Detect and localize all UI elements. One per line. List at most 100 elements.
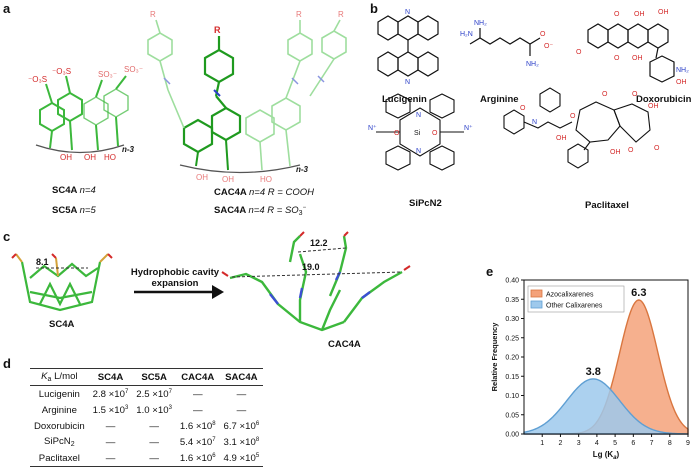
cac4a-r-faint-3: R [338, 10, 344, 19]
arginine-label: Arginine [480, 94, 519, 105]
svg-text:O: O [540, 31, 546, 38]
svg-text:O: O [570, 113, 576, 120]
lucigenin-label: Lucigenin [382, 94, 427, 105]
cac4a-structure [147, 19, 347, 174]
panel-a-structures: ⁻O₃S ⁻O₃S SO₃⁻ SO₃⁻ OH OH HO n-3 [28, 10, 347, 184]
svg-text:N: N [405, 9, 410, 16]
sc4a-n3-label: n-3 [122, 145, 135, 154]
sulfonate-label-4: SO₃⁻ [124, 65, 143, 74]
cac4a-distance-short: 12.2 [310, 238, 328, 248]
svg-text:O: O [602, 91, 608, 98]
sc4a-distance: 8.1 [36, 257, 49, 267]
sc4a-model-label: SC4A [49, 319, 75, 330]
svg-text:OH: OH [648, 103, 659, 110]
table-row: Doxorubicin — — 1.6 ×108 6.7 ×106 [34, 420, 260, 432]
cac4a-n3-label: n-3 [296, 165, 309, 174]
cac4a-r-faint-1: R [150, 10, 156, 19]
svg-text:OH: OH [632, 55, 643, 62]
table-row: Lucigenin 2.8 ×107 2.5 ×107 — — [38, 388, 247, 400]
x-tick-label: 7 [650, 440, 654, 447]
sipcn2-structure [376, 93, 464, 171]
x-tick-label: 1 [540, 440, 544, 447]
arginine-structure [469, 28, 541, 56]
x-tick-label: 2 [558, 440, 562, 447]
table-row: Paclitaxel — — 1.6 ×106 4.9 ×105 [30, 450, 264, 467]
legend-label-0: Azocalixarenes [546, 292, 594, 299]
doxorubicin-label: Doxorubicin [636, 94, 692, 105]
y-axis-label: Relative Frequency [490, 322, 499, 392]
binding-constant-table: Ka L/mol SC4A SC5A CAC4A SAC4A Lucigenin… [30, 368, 264, 467]
header-ka: Ka L/mol [30, 368, 89, 386]
svg-text:N: N [405, 79, 410, 86]
sc4a-model [20, 261, 102, 312]
svg-text:N⁺: N⁺ [368, 124, 377, 132]
svg-text:N: N [416, 112, 421, 119]
series-area-1 [523, 378, 689, 435]
header-sc5a: SC5A [132, 368, 176, 386]
y-tick-label: 0.40 [505, 278, 519, 285]
svg-text:N: N [532, 119, 537, 126]
x-tick-label: 5 [613, 440, 617, 447]
sulfonate-label-2: ⁻O₃S [52, 67, 71, 76]
peak-label-1: 3.8 [586, 366, 601, 378]
cac4a-distance-long: 19.0 [302, 262, 320, 272]
paclitaxel-structure [503, 87, 651, 169]
legend-box [527, 285, 625, 313]
cac4a-caption: CAC4A n=4 R = COOH [214, 187, 314, 198]
x-axis-label: Lg (Ka) [593, 450, 620, 461]
svg-text:H₂N: H₂N [460, 31, 473, 38]
y-tick-label: 0.20 [505, 355, 519, 362]
y-tick-label: 0.10 [505, 393, 519, 400]
svg-text:NH₂: NH₂ [676, 67, 689, 74]
header-sc4a: SC4A [88, 368, 133, 386]
oh-label-1: OH [60, 153, 72, 162]
sc4a-caption: SC4A n=4 [52, 185, 96, 196]
doxorubicin-structure [587, 23, 675, 83]
cac4a-oh-2: OH [222, 175, 234, 184]
svg-text:O: O [394, 130, 400, 137]
svg-text:OH: OH [634, 11, 645, 18]
y-tick-label: 0.15 [505, 374, 519, 381]
svg-text:O⁻: O⁻ [544, 43, 553, 50]
sac4a-caption: SAC4A n=4 R = SO3− [214, 205, 307, 217]
svg-text:O: O [614, 11, 620, 18]
svg-text:O: O [628, 147, 634, 154]
legend-swatch-0 [530, 289, 543, 298]
peak-label-0: 6.3 [631, 287, 646, 299]
cac4a-r-label: R [214, 25, 221, 35]
svg-text:N⁺: N⁺ [464, 124, 473, 132]
frequency-chart: 6.33.80.000.050.100.150.200.250.300.350.… [490, 278, 690, 462]
oh-label-2: OH [84, 153, 96, 162]
x-tick-label: 9 [686, 440, 690, 447]
cac4a-model-label: CAC4A [328, 339, 361, 350]
sc4a-structure [35, 75, 129, 154]
panel-b-label: b [370, 1, 378, 16]
svg-text:OH: OH [658, 9, 669, 16]
y-tick-label: 0.00 [505, 432, 519, 439]
svg-text:O: O [632, 91, 638, 98]
svg-text:OH: OH [610, 149, 621, 156]
lucigenin-structure [377, 15, 439, 77]
y-tick-label: 0.30 [505, 316, 519, 323]
sulfonate-label-3: SO₃⁻ [98, 70, 117, 79]
sc5a-caption: SC5A n=5 [52, 205, 96, 216]
sipcn2-label: SiPcN2 [409, 198, 442, 209]
sulfonate-label-1: ⁻O₃S [28, 75, 47, 84]
x-tick-label: 6 [631, 440, 635, 447]
svg-text:O: O [576, 49, 582, 56]
cac4a-ho: HO [260, 175, 272, 184]
header-sac4a: SAC4A [219, 368, 264, 386]
table-header-row: Ka L/mol SC4A SC5A CAC4A SAC4A [30, 368, 264, 386]
svg-text:N: N [416, 148, 421, 155]
header-cac4a: CAC4A [175, 368, 220, 386]
panel-e-label: e [486, 264, 494, 279]
svg-text:Si: Si [414, 130, 421, 137]
panel-d-label: d [3, 356, 11, 371]
panel-c-label: c [3, 229, 11, 244]
legend-swatch-1 [530, 300, 543, 309]
x-tick-label: 4 [595, 440, 599, 447]
expansion-arrow [134, 285, 224, 299]
y-tick-label: 0.25 [505, 335, 519, 342]
x-tick-label: 8 [668, 440, 672, 447]
